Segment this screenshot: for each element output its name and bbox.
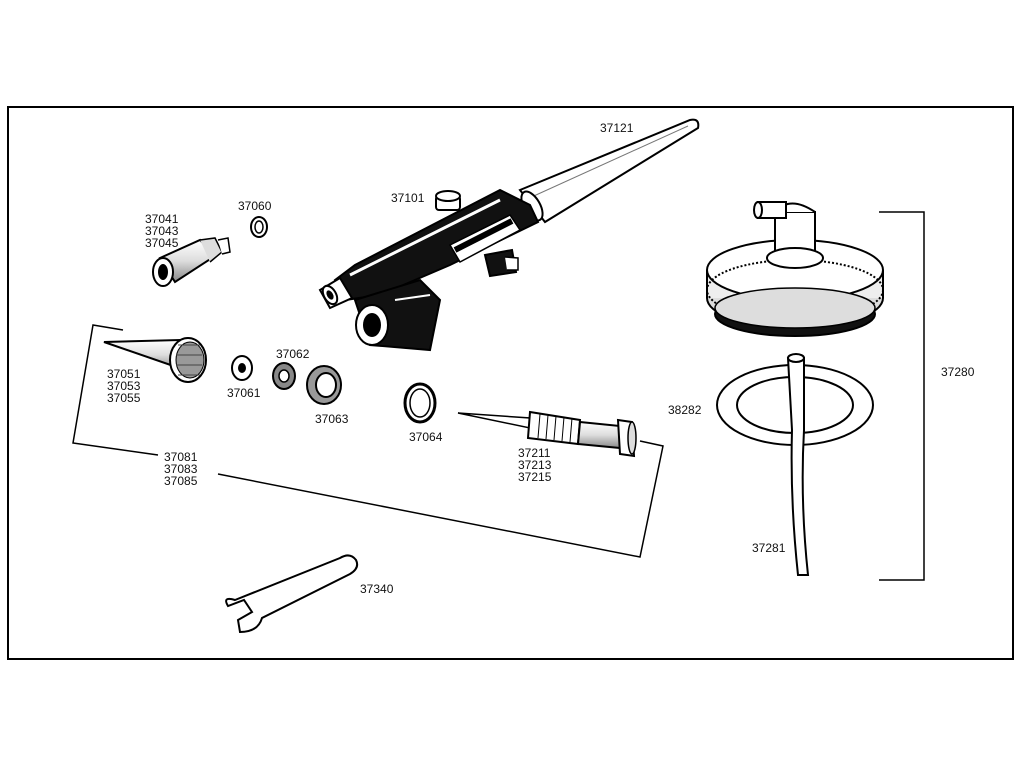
hose-adapter-part (152, 237, 231, 287)
label-line: 37083 (164, 462, 198, 476)
nut-37063-part (306, 365, 342, 405)
label-37060: 37060 (238, 199, 272, 213)
group-bracket-37081 (72, 324, 664, 558)
label-line: 37081 (164, 450, 198, 464)
label-37051-group: 37051 37053 37055 (107, 368, 140, 404)
needle-part (457, 410, 637, 458)
siphon-tube-part (786, 353, 810, 576)
airbrush-body-part (318, 188, 540, 352)
label-37101: 37101 (391, 191, 425, 205)
ring-37062-part (272, 362, 296, 390)
washer-37064-part (403, 382, 437, 424)
label-line: 37041 (145, 212, 179, 226)
label-line: 37211 (518, 446, 551, 460)
cup-lid-part (706, 201, 884, 337)
seal-37061-part (231, 355, 253, 381)
label-line: 37045 (145, 236, 179, 250)
label-37281: 37281 (752, 541, 786, 555)
label-37063: 37063 (315, 412, 349, 426)
label-line: 37043 (145, 224, 179, 238)
washer-37060-part (250, 216, 268, 238)
diagram-frame (7, 106, 1014, 660)
label-line: 37215 (518, 470, 552, 484)
label-line: 37085 (164, 474, 198, 488)
nozzle-part (103, 337, 207, 383)
label-38282: 38282 (668, 403, 702, 417)
label-37211-group: 37211 37213 37215 (518, 447, 551, 483)
label-37340: 37340 (360, 582, 394, 596)
label-line: 37051 (107, 367, 141, 381)
label-37062: 37062 (276, 347, 310, 361)
label-37081-group: 37081 37083 37085 (164, 451, 197, 487)
group-bracket-37280 (879, 211, 925, 581)
label-37061: 37061 (227, 386, 261, 400)
label-37041-group: 37041 37043 37045 (145, 213, 178, 249)
label-line: 37213 (518, 458, 552, 472)
wrench-part (225, 554, 359, 634)
label-line: 37055 (107, 391, 141, 405)
label-37280: 37280 (941, 365, 975, 379)
label-37064: 37064 (409, 430, 443, 444)
label-line: 37053 (107, 379, 141, 393)
label-37121: 37121 (600, 121, 634, 135)
handle-part (518, 118, 700, 224)
